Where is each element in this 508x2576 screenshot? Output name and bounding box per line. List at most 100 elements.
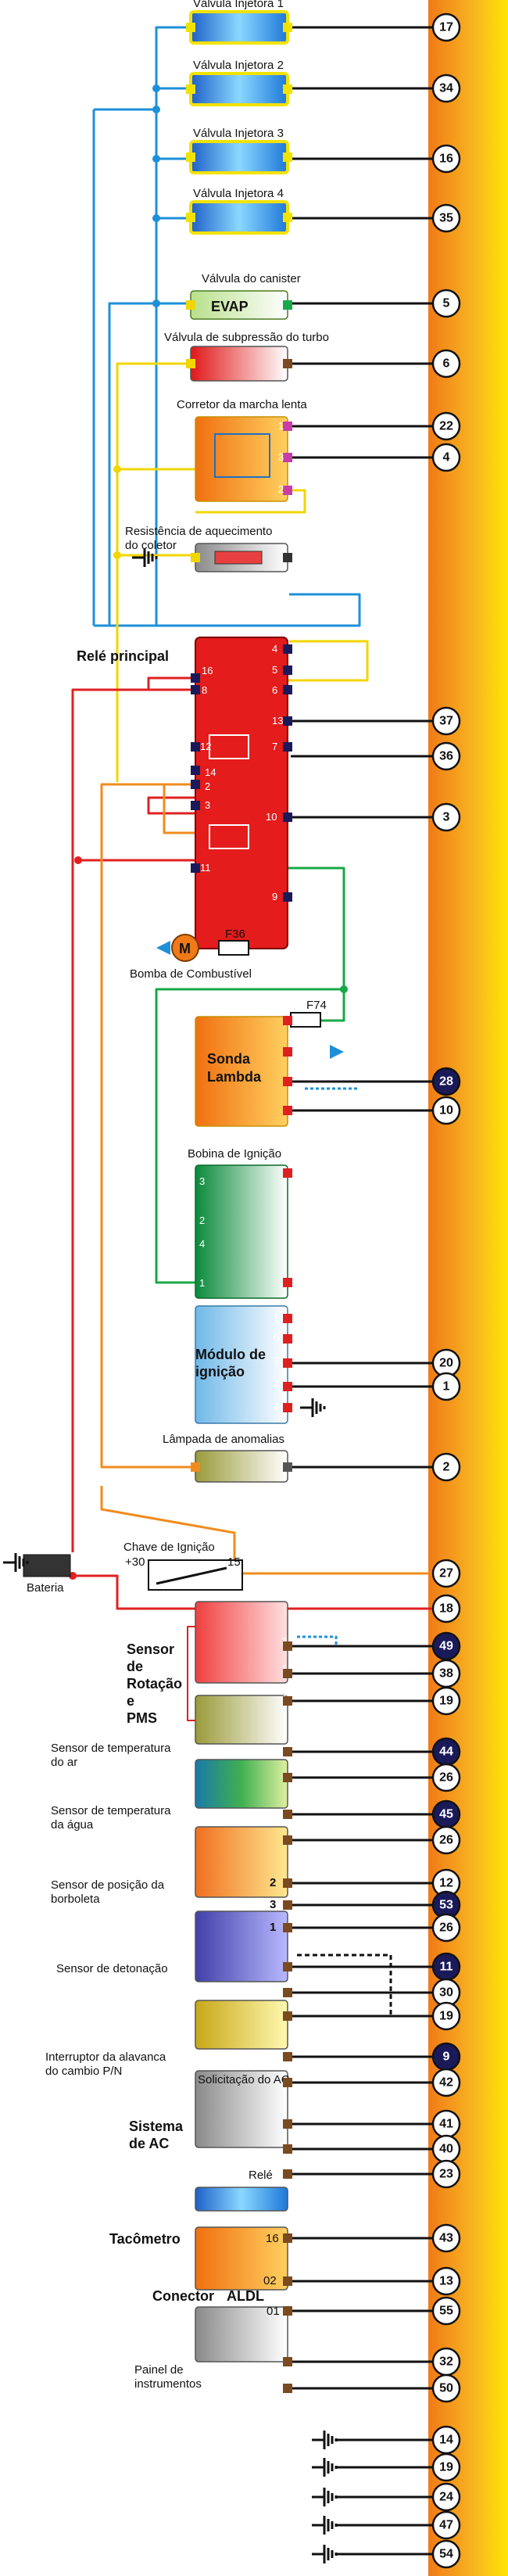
wire-rpm-link	[187, 1626, 195, 1721]
tps-body	[195, 1826, 288, 1898]
ecu-pin-28[interactable]: 28	[431, 1067, 461, 1096]
panel-label: Painel de	[134, 2363, 184, 2377]
injector-body	[190, 141, 288, 174]
terminal	[191, 553, 200, 562]
terminal	[283, 2144, 292, 2154]
ecu-pin-47[interactable]: 47	[431, 2510, 461, 2540]
ecu-pin-10[interactable]: 10	[431, 1096, 461, 1125]
ecu-pin-19[interactable]: 19	[431, 2001, 461, 2031]
ecu-pin-number: 38	[439, 1667, 453, 1681]
pn-label: Interruptor da alavanca	[45, 2050, 166, 2064]
ecu-pin-45[interactable]: 45	[431, 1799, 461, 1829]
ecu-pin-6[interactable]: 6	[431, 349, 461, 379]
ecu-pin-22[interactable]: 22	[431, 411, 461, 441]
wire-relay-yellow	[281, 640, 369, 682]
ecu-pin-14[interactable]: 14	[431, 2425, 461, 2455]
wire-relay-14	[147, 796, 195, 815]
tps-label: Sensor de posição da	[51, 1878, 165, 1892]
wire-f74	[320, 989, 345, 1022]
ground-symbol	[3, 1553, 29, 1572]
ecu-pin-2[interactable]: 2	[431, 1452, 461, 1482]
aldl-label: Conector	[152, 2288, 214, 2304]
terminal	[283, 1168, 292, 1178]
ecu-pin-54[interactable]: 54	[431, 2539, 461, 2569]
ground-symbol	[312, 2545, 338, 2563]
idle-label: Corretor da marcha lenta	[177, 398, 307, 411]
ecu-pin-12[interactable]: 12	[431, 1868, 461, 1898]
terminal	[283, 2306, 292, 2316]
ecu-pin-number: 9	[443, 2050, 450, 2064]
ecu-pin-circle	[431, 741, 461, 771]
ground-symbol	[312, 2431, 338, 2449]
terminal	[283, 644, 292, 654]
ecu-pin-9[interactable]: 9	[431, 2042, 461, 2072]
terminal	[283, 213, 292, 222]
ecu-pin-27[interactable]: 27	[431, 1559, 461, 1588]
ecu-pin-13[interactable]: 13	[431, 2266, 461, 2296]
aldl-pin: 02	[263, 2274, 277, 2287]
mil-lamp-body	[195, 1450, 288, 1483]
ecu-pin-1[interactable]: 1	[431, 1372, 461, 1401]
water-label: da água	[51, 1818, 94, 1832]
ecu-pin-11[interactable]: 11	[431, 1952, 461, 1982]
ecu-pin-number: 13	[439, 2275, 453, 2288]
ecu-pin-number: 26	[439, 1834, 453, 1847]
ecu-pin-35[interactable]: 35	[431, 203, 461, 233]
ecu-pin-3[interactable]: 3	[431, 802, 461, 832]
ecu-pin-24[interactable]: 24	[431, 2482, 461, 2512]
injector-label: Válvula Injetora 4	[193, 187, 284, 200]
ecu-pin-4[interactable]: 4	[431, 443, 461, 472]
ecu-pin-19[interactable]: 19	[431, 1686, 461, 1716]
ignmod-pin-label: 2	[274, 1377, 279, 1389]
ecu-pin-17[interactable]: 17	[431, 13, 461, 42]
ecu-pin-32[interactable]: 32	[431, 2347, 461, 2377]
terminal	[283, 813, 292, 822]
ecu-pin-number: 14	[439, 2434, 453, 2447]
ecu-pin-50[interactable]: 50	[431, 2373, 461, 2403]
mil-label: Lâmpada de anomalias	[163, 1433, 284, 1446]
ecu-pin-circle	[431, 2373, 461, 2403]
turbo-valve-body	[190, 346, 288, 382]
ecu-pin-19[interactable]: 19	[431, 2452, 461, 2482]
ecu-pin-5[interactable]: 5	[431, 289, 461, 318]
terminal	[283, 1314, 292, 1323]
rpm-label: Sensor	[127, 1641, 174, 1657]
ecu-pin-23[interactable]: 23	[431, 2159, 461, 2189]
ecu-pin-36[interactable]: 36	[431, 741, 461, 771]
knock-label: Sensor de detonação	[56, 1962, 168, 1975]
ecu-pin-26[interactable]: 26	[431, 1913, 461, 1943]
terminal	[283, 486, 292, 495]
ecu-pin-circle	[431, 2068, 461, 2097]
wire-injector-feed	[155, 26, 361, 627]
canister-inner: EVAP	[211, 299, 249, 314]
ecu-pin-34[interactable]: 34	[431, 74, 461, 103]
ecu-pin-37[interactable]: 37	[431, 706, 461, 736]
ecu-pin-16[interactable]: 16	[431, 144, 461, 174]
ecu-pin-44[interactable]: 44	[431, 1737, 461, 1767]
ground-symbol	[312, 2488, 338, 2506]
ecu-pin-number: 32	[439, 2355, 453, 2369]
ecu-pin-43[interactable]: 43	[431, 2223, 461, 2253]
rpm-pin: 1	[281, 1663, 287, 1674]
ecu-pin-38[interactable]: 38	[431, 1659, 461, 1688]
ecu-pin-26[interactable]: 26	[431, 1763, 461, 1792]
ecu-pin-18[interactable]: 18	[431, 1594, 461, 1623]
terminal	[283, 1403, 292, 1412]
idle-corrector-body	[195, 416, 288, 502]
ecu-pin-42[interactable]: 42	[431, 2068, 461, 2097]
ecu-pin-55[interactable]: 55	[431, 2296, 461, 2326]
relay-pin-label: 6	[272, 684, 277, 696]
wire-shield-knock	[297, 1954, 392, 2016]
ecu-pin-circle	[431, 1763, 461, 1792]
ecu-pin-circle	[431, 1913, 461, 1943]
ecu-pin-40[interactable]: 40	[431, 2134, 461, 2164]
ecu-pin-26[interactable]: 26	[431, 1825, 461, 1855]
terminal	[283, 84, 292, 94]
ignmod-inner: Módulo de	[195, 1347, 266, 1362]
ecu-pin-41[interactable]: 41	[431, 2109, 461, 2139]
ecu-pin-number: 22	[439, 420, 453, 433]
ecu-pin-number: 42	[439, 2076, 453, 2090]
ecu-pin-49[interactable]: 49	[431, 1631, 461, 1661]
ecu-pin-number: 50	[439, 2382, 453, 2395]
ecu-pin-number: 28	[439, 1075, 453, 1089]
